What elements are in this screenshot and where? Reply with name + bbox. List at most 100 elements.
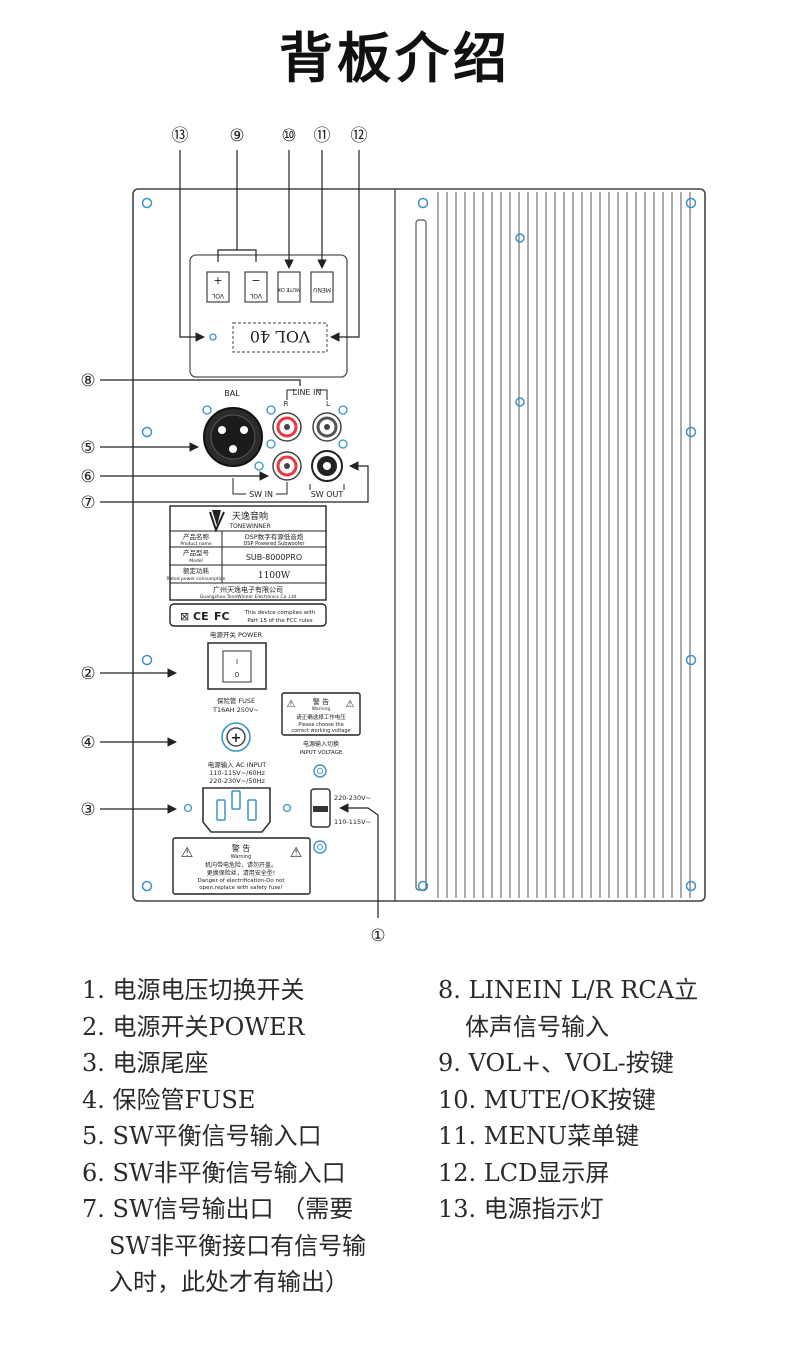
svg-text:产品型号: 产品型号 [183,548,210,557]
svg-text:产品名称: 产品名称 [183,532,210,541]
svg-text:机内带电危险，请勿开盖。: 机内带电危险，请勿开盖。 [205,861,277,869]
legend-item-13: 13. 电源指示灯 [438,1195,604,1223]
legend-right: 8. LINEIN L/R RCA立 体声信号输入 9. VOL+、VOL-按键… [438,972,698,1228]
callout-8: ⑧ [80,371,95,391]
fuse-holder[interactable]: + [221,722,251,752]
line-in-r-jack[interactable] [272,412,302,442]
brand-cn: 天逸音响 [232,510,268,522]
legend-item-3: 3. 电源尾座 [82,1049,209,1077]
svg-text:DSP数字有源低音炮: DSP数字有源低音炮 [245,532,304,541]
line-in-r-label: R [284,400,289,408]
back-panel-diagram: + VOL − VOL MUTE OK MENU VOL 40 ⑬ ⑨ ⑩ ⑪ … [80,126,706,946]
sw-in-jack[interactable] [272,451,302,481]
ac-input-label-2: 110-115V~/60Hz [209,769,265,777]
svg-text:+: + [213,274,222,287]
menu-button[interactable]: MENU [310,271,334,303]
svg-text:+: + [231,731,242,746]
brand-en: TONEWINNER [228,523,270,530]
voltage-220-label: 220-230V~ [334,794,371,802]
svg-text:警 告: 警 告 [232,843,251,853]
input-voltage-label-2: INPUT VOLTAGE [300,750,343,756]
svg-text:警 告: 警 告 [313,697,329,706]
callout-7: ⑦ [80,493,95,513]
legend-left: 1. 电源电压切换开关 2. 电源开关POWER 3. 电源尾座 4. 保险管F… [82,972,366,1301]
svg-text:−: − [251,274,260,287]
vol-minus-button[interactable]: − VOL [244,271,268,303]
svg-text:请正确选择工作电压: 请正确选择工作电压 [296,713,346,721]
svg-text:更换保险丝，请用安全型!: 更换保险丝，请用安全型! [207,869,275,877]
svg-text:SUB-8000PRO: SUB-8000PRO [246,553,302,562]
legend-item-12: 12. LCD显示屏 [438,1158,610,1187]
ac-input-label-1: 电源输入 AC INPUT [208,760,266,769]
fuse-label-2: T16AH 250V~ [212,706,259,714]
svg-text:Product name: Product name [180,541,212,547]
sw-out-label: SW OUT [311,490,344,499]
legend-item-7-cont-2: 入时，此处才有输出） [109,1268,349,1296]
svg-text:广州天逸电子有限公司: 广州天逸电子有限公司 [213,585,283,594]
svg-text:MENU: MENU [313,286,331,293]
legend-item-6: 6. SW非平衡信号输入口 [82,1158,346,1187]
callout-9: ⑨ [229,126,244,146]
voltage-selector-switch[interactable] [310,788,331,828]
callout-12: ⑫ [351,126,368,146]
callout-3: ③ [80,800,95,820]
legend-item-2: 2. 电源开关POWER [82,1012,305,1041]
svg-text:Model: Model [189,558,203,564]
ac-input-label-3: 220-230V~/50Hz [209,777,265,785]
fuse-label-1: 保险管 FUSE [217,696,255,705]
callout-5: ⑤ [80,438,95,458]
svg-text:Part 15 of the FCC rules: Part 15 of the FCC rules [247,618,312,624]
lcd-display [232,322,328,353]
svg-text:open.replace with safety fuse!: open.replace with safety fuse! [199,885,283,891]
svg-text:1100W: 1100W [258,571,291,581]
line-in-label: LINE IN [293,388,322,397]
compliance-label: ⊠ CE FC This device complies with Part 1… [169,603,327,627]
input-voltage-label-1: 电源输入切换 [303,740,339,748]
callout-6: ⑥ [80,467,95,487]
callout-1: ① [370,926,385,946]
svg-text:Guangzhou ToneWinner Electroni: Guangzhou ToneWinner Electronics Co.,Ltd [200,594,297,600]
sw-out-jack[interactable] [311,450,343,482]
vol-plus-button[interactable]: + VOL [206,271,230,303]
line-in-l-label: L [326,400,330,408]
svg-text:This device complies with: This device complies with [244,610,316,616]
safety-warning-label: ⚠ ⚠ 警 告 Warning 机内带电危险，请勿开盖。 更换保险丝，请用安全型… [172,837,311,895]
lcd-text: VOL 40 [250,327,311,346]
legend-item-10: 10. MUTE/OK按键 [438,1085,656,1114]
warning-icon: ⚠ [181,845,194,861]
callout-13: ⑬ [172,126,189,146]
svg-text:VOL: VOL [211,292,224,299]
product-label-card: 天逸音响 TONEWINNER 产品名称 Product name DSP数字有… [166,505,327,601]
heatsink-fins [437,192,691,898]
fcc-icon: FC [214,610,230,623]
voltage-110-label: 110-115V~ [334,818,371,826]
svg-text:Danger of electrification-Do n: Danger of electrification-Do not [197,878,285,884]
weee-icon: ⊠ [180,610,189,623]
svg-text:I: I [236,658,238,666]
warning-icon: ⚠ [346,699,355,710]
svg-text:Please choose the: Please choose the [298,722,343,728]
power-switch[interactable]: I 0 [207,642,267,690]
power-indicator-led [209,333,217,341]
voltage-warning-label: ⚠ ⚠ 警 告 Warning 请正确选择工作电压 Please choose … [281,692,361,736]
power-switch-label: 电源开关 POWER [210,630,263,639]
line-in-l-jack[interactable] [312,412,342,442]
svg-text:correct working voltage: correct working voltage [291,728,350,734]
callout-11: ⑪ [314,126,331,146]
legend-item-7-cont-1: SW非平衡接口有信号输 [109,1231,367,1260]
ac-power-socket[interactable] [202,787,271,833]
warning-icon: ⚠ [287,699,296,710]
bal-xlr-jack[interactable] [203,407,263,467]
svg-text:Rated power consumption: Rated power consumption [166,576,225,582]
mute-ok-button[interactable]: MUTE OK [277,271,301,303]
legend-item-5: 5. SW平衡信号输入口 [82,1122,322,1150]
svg-text:Warning: Warning [231,854,252,860]
callout-10: ⑩ [281,126,296,146]
callout-4: ④ [80,733,95,753]
svg-text:DSP Powered Subwoofer: DSP Powered Subwoofer [243,541,305,547]
legend-item-7: 7. SW信号输出口 （需要 [82,1195,354,1223]
legend-item-4: 4. 保险管FUSE [82,1085,256,1114]
svg-text:Warning: Warning [312,706,331,712]
ce-icon: CE [193,610,209,623]
high-voltage-icon: ⚠ [290,845,303,861]
